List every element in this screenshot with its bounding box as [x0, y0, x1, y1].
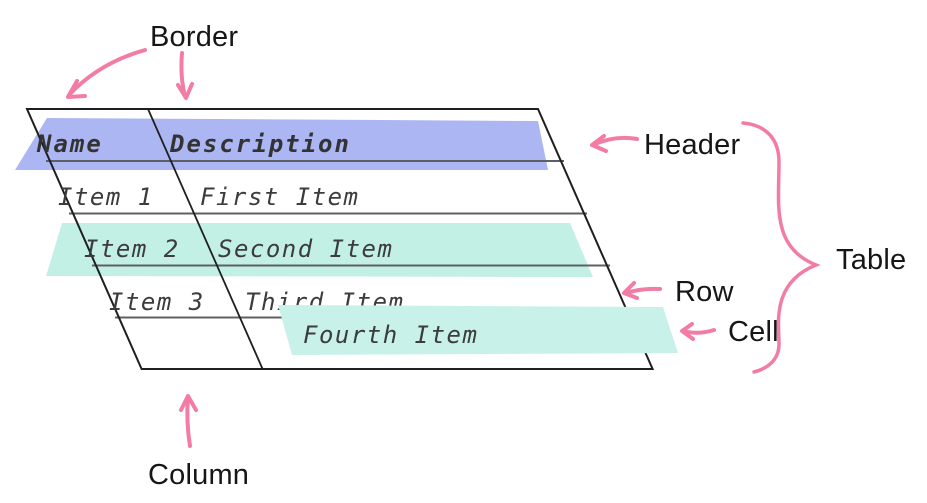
- header-cell-description: Description: [170, 130, 351, 158]
- row-highlight: [46, 223, 593, 277]
- cell-row2-description: Second Item: [218, 235, 394, 263]
- header-arrow-head: [590, 134, 608, 153]
- cell-row1-description: First Item: [200, 183, 360, 211]
- border-arrow-left-shaft: [67, 48, 147, 97]
- cell-row3-name: Item 3: [109, 288, 205, 316]
- table-border-outline: [25, 108, 655, 370]
- cell-highlight: [278, 305, 678, 355]
- column-label: Column: [148, 459, 250, 491]
- column-arrow-head: [179, 394, 198, 412]
- cell-row2-name: Item 2: [84, 235, 180, 263]
- header-cell-name: Name: [37, 130, 103, 158]
- cell-label: Cell: [728, 316, 779, 348]
- header-label: Header: [644, 129, 741, 161]
- cell-arrow-shaft: [681, 328, 716, 335]
- cell-arrow-head: [680, 322, 695, 341]
- border-arrow-left-head: [66, 79, 87, 99]
- border-arrow-right-head: [176, 82, 194, 100]
- header-highlight: [15, 118, 548, 170]
- table-brace: [741, 121, 821, 374]
- column-arrow-shaft: [185, 396, 192, 448]
- border-label: Border: [150, 21, 239, 53]
- row-arrow-shaft: [624, 286, 662, 295]
- row-arrow-head: [622, 281, 639, 300]
- cell-row1-name: Item 1: [58, 183, 154, 211]
- column-divider: [147, 108, 264, 370]
- cell-row4-description: Fourth Item: [303, 321, 479, 349]
- table-label: Table: [836, 244, 907, 276]
- row-label: Row: [675, 276, 734, 308]
